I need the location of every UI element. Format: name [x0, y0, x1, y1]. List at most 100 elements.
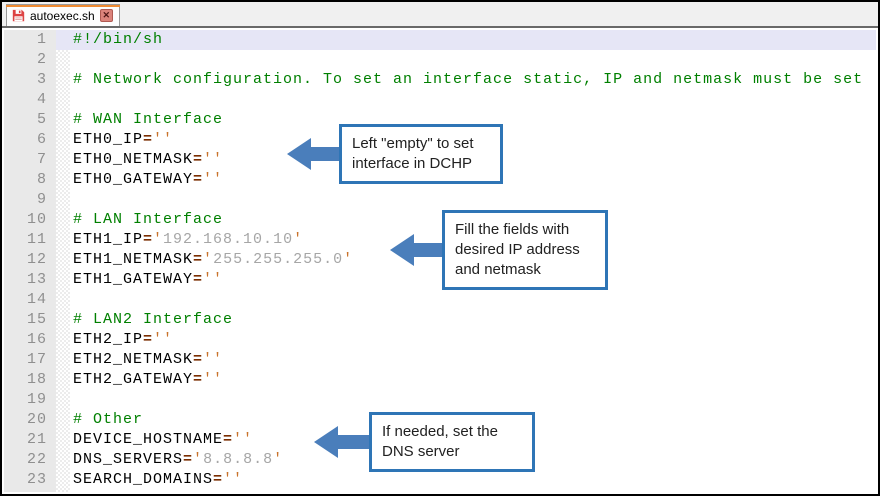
line-number[interactable]: 2 — [4, 50, 56, 70]
fold-margin[interactable] — [56, 430, 70, 450]
fold-margin[interactable] — [56, 330, 70, 350]
code-text[interactable]: ETH1_IP='192.168.10.10' — [70, 230, 876, 250]
code-text[interactable] — [70, 390, 876, 410]
fold-margin[interactable] — [56, 190, 70, 210]
line-number[interactable]: 11 — [4, 230, 56, 250]
token-op: = — [223, 431, 234, 448]
code-text[interactable]: ETH2_NETMASK='' — [70, 350, 876, 370]
code-text[interactable]: ETH1_GATEWAY='' — [70, 270, 876, 290]
code-text[interactable] — [70, 290, 876, 310]
line-number[interactable]: 5 — [4, 110, 56, 130]
callout-dhcp-note: Left "empty" to set interface in DCHP — [287, 124, 503, 184]
line-number[interactable]: 9 — [4, 190, 56, 210]
token-plain: ETH1_NETMASK — [73, 251, 194, 268]
token-quote: '' — [223, 471, 244, 488]
line-number[interactable]: 22 — [4, 450, 56, 470]
token-comment: # LAN2 Interface — [73, 311, 234, 328]
callout-text: Left "empty" to set interface in DCHP — [339, 124, 503, 184]
callout-text: Fill the fields with desired IP address … — [442, 210, 608, 290]
code-text[interactable] — [70, 90, 876, 110]
token-plain: ETH1_GATEWAY — [73, 271, 194, 288]
code-text[interactable]: # LAN Interface — [70, 210, 876, 230]
fold-margin[interactable] — [56, 270, 70, 290]
code-text[interactable]: ETH1_NETMASK='255.255.255.0' — [70, 250, 876, 270]
code-text[interactable]: ETH0_IP='' — [70, 130, 876, 150]
line-number[interactable]: 12 — [4, 250, 56, 270]
fold-margin[interactable] — [56, 70, 70, 90]
line-number[interactable]: 21 — [4, 430, 56, 450]
token-op: = — [143, 331, 154, 348]
code-text[interactable]: SEARCH_DOMAINS='' — [70, 470, 876, 490]
code-line-2: 2 — [4, 50, 876, 70]
fold-margin[interactable] — [56, 90, 70, 110]
fold-margin[interactable] — [56, 290, 70, 310]
code-text[interactable]: ETH2_IP='' — [70, 330, 876, 350]
line-number[interactable]: 3 — [4, 70, 56, 90]
fold-margin[interactable] — [56, 390, 70, 410]
line-number[interactable]: 18 — [4, 370, 56, 390]
code-text[interactable] — [70, 50, 876, 70]
fold-margin[interactable] — [56, 210, 70, 230]
code-text[interactable]: #!/bin/sh — [70, 30, 876, 50]
fold-margin[interactable] — [56, 490, 70, 492]
line-number[interactable]: 24 — [4, 490, 56, 492]
fold-margin[interactable] — [56, 450, 70, 470]
fold-margin[interactable] — [56, 150, 70, 170]
code-text[interactable]: # WAN Interface — [70, 110, 876, 130]
line-number[interactable]: 8 — [4, 170, 56, 190]
code-line-8: 8 ETH0_GATEWAY='' — [4, 170, 876, 190]
fold-margin[interactable] — [56, 30, 70, 50]
arrow-left-icon — [314, 426, 369, 458]
code-text[interactable] — [70, 190, 876, 210]
callout-dns-note: If needed, set the DNS server — [314, 412, 535, 472]
close-tab-icon[interactable]: ✕ — [99, 9, 113, 22]
code-text[interactable]: ETH2_GATEWAY='' — [70, 370, 876, 390]
fold-margin[interactable] — [56, 50, 70, 70]
code-text[interactable]: # LAN2 Interface — [70, 310, 876, 330]
fold-margin[interactable] — [56, 410, 70, 430]
code-text[interactable]: # Network configuration. To set an inter… — [70, 70, 876, 90]
line-number[interactable]: 10 — [4, 210, 56, 230]
line-number[interactable]: 16 — [4, 330, 56, 350]
code-text[interactable]: ETH0_NETMASK='' — [70, 150, 876, 170]
line-number[interactable]: 23 — [4, 470, 56, 490]
code-text[interactable]: DEVICE_HOSTNAME='' — [70, 430, 876, 450]
tab-autoexec-sh[interactable]: autoexec.sh ✕ — [6, 4, 120, 26]
code-text[interactable]: ETH0_GATEWAY='' — [70, 170, 876, 190]
line-number[interactable]: 13 — [4, 270, 56, 290]
code-line-6: 6 ETH0_IP='' — [4, 130, 876, 150]
token-comment: # LAN Interface — [73, 211, 224, 228]
fold-margin[interactable] — [56, 130, 70, 150]
fold-margin[interactable] — [56, 230, 70, 250]
fold-margin[interactable] — [56, 350, 70, 370]
code-text[interactable]: DNS_SERVERS='8.8.8.8' — [70, 450, 876, 470]
code-text[interactable]: # Other — [70, 410, 876, 430]
line-number[interactable]: 6 — [4, 130, 56, 150]
line-number[interactable]: 15 — [4, 310, 56, 330]
fold-margin[interactable] — [56, 310, 70, 330]
line-number[interactable]: 7 — [4, 150, 56, 170]
code-line-15: 15 # LAN2 Interface — [4, 310, 876, 330]
code-line-21: 21 DEVICE_HOSTNAME='' — [4, 430, 876, 450]
token-str: 255.255.255.0 — [213, 251, 344, 268]
fold-margin[interactable] — [56, 250, 70, 270]
token-plain: ETH0_GATEWAY — [73, 171, 194, 188]
fold-margin[interactable] — [56, 170, 70, 190]
code-line-9: 9 — [4, 190, 876, 210]
code-line-5: 5 # WAN Interface — [4, 110, 876, 130]
token-op: = — [143, 131, 154, 148]
line-number[interactable]: 14 — [4, 290, 56, 310]
fold-margin[interactable] — [56, 370, 70, 390]
fold-margin[interactable] — [56, 470, 70, 490]
line-number[interactable]: 17 — [4, 350, 56, 370]
token-quote: '' — [153, 331, 174, 348]
line-number[interactable]: 4 — [4, 90, 56, 110]
line-number[interactable]: 1 — [4, 30, 56, 50]
line-number[interactable]: 20 — [4, 410, 56, 430]
token-quote: ' — [193, 451, 204, 468]
line-number[interactable]: 19 — [4, 390, 56, 410]
fold-margin[interactable] — [56, 110, 70, 130]
code-line-22: 22 DNS_SERVERS='8.8.8.8' — [4, 450, 876, 470]
code-text[interactable] — [70, 490, 876, 492]
